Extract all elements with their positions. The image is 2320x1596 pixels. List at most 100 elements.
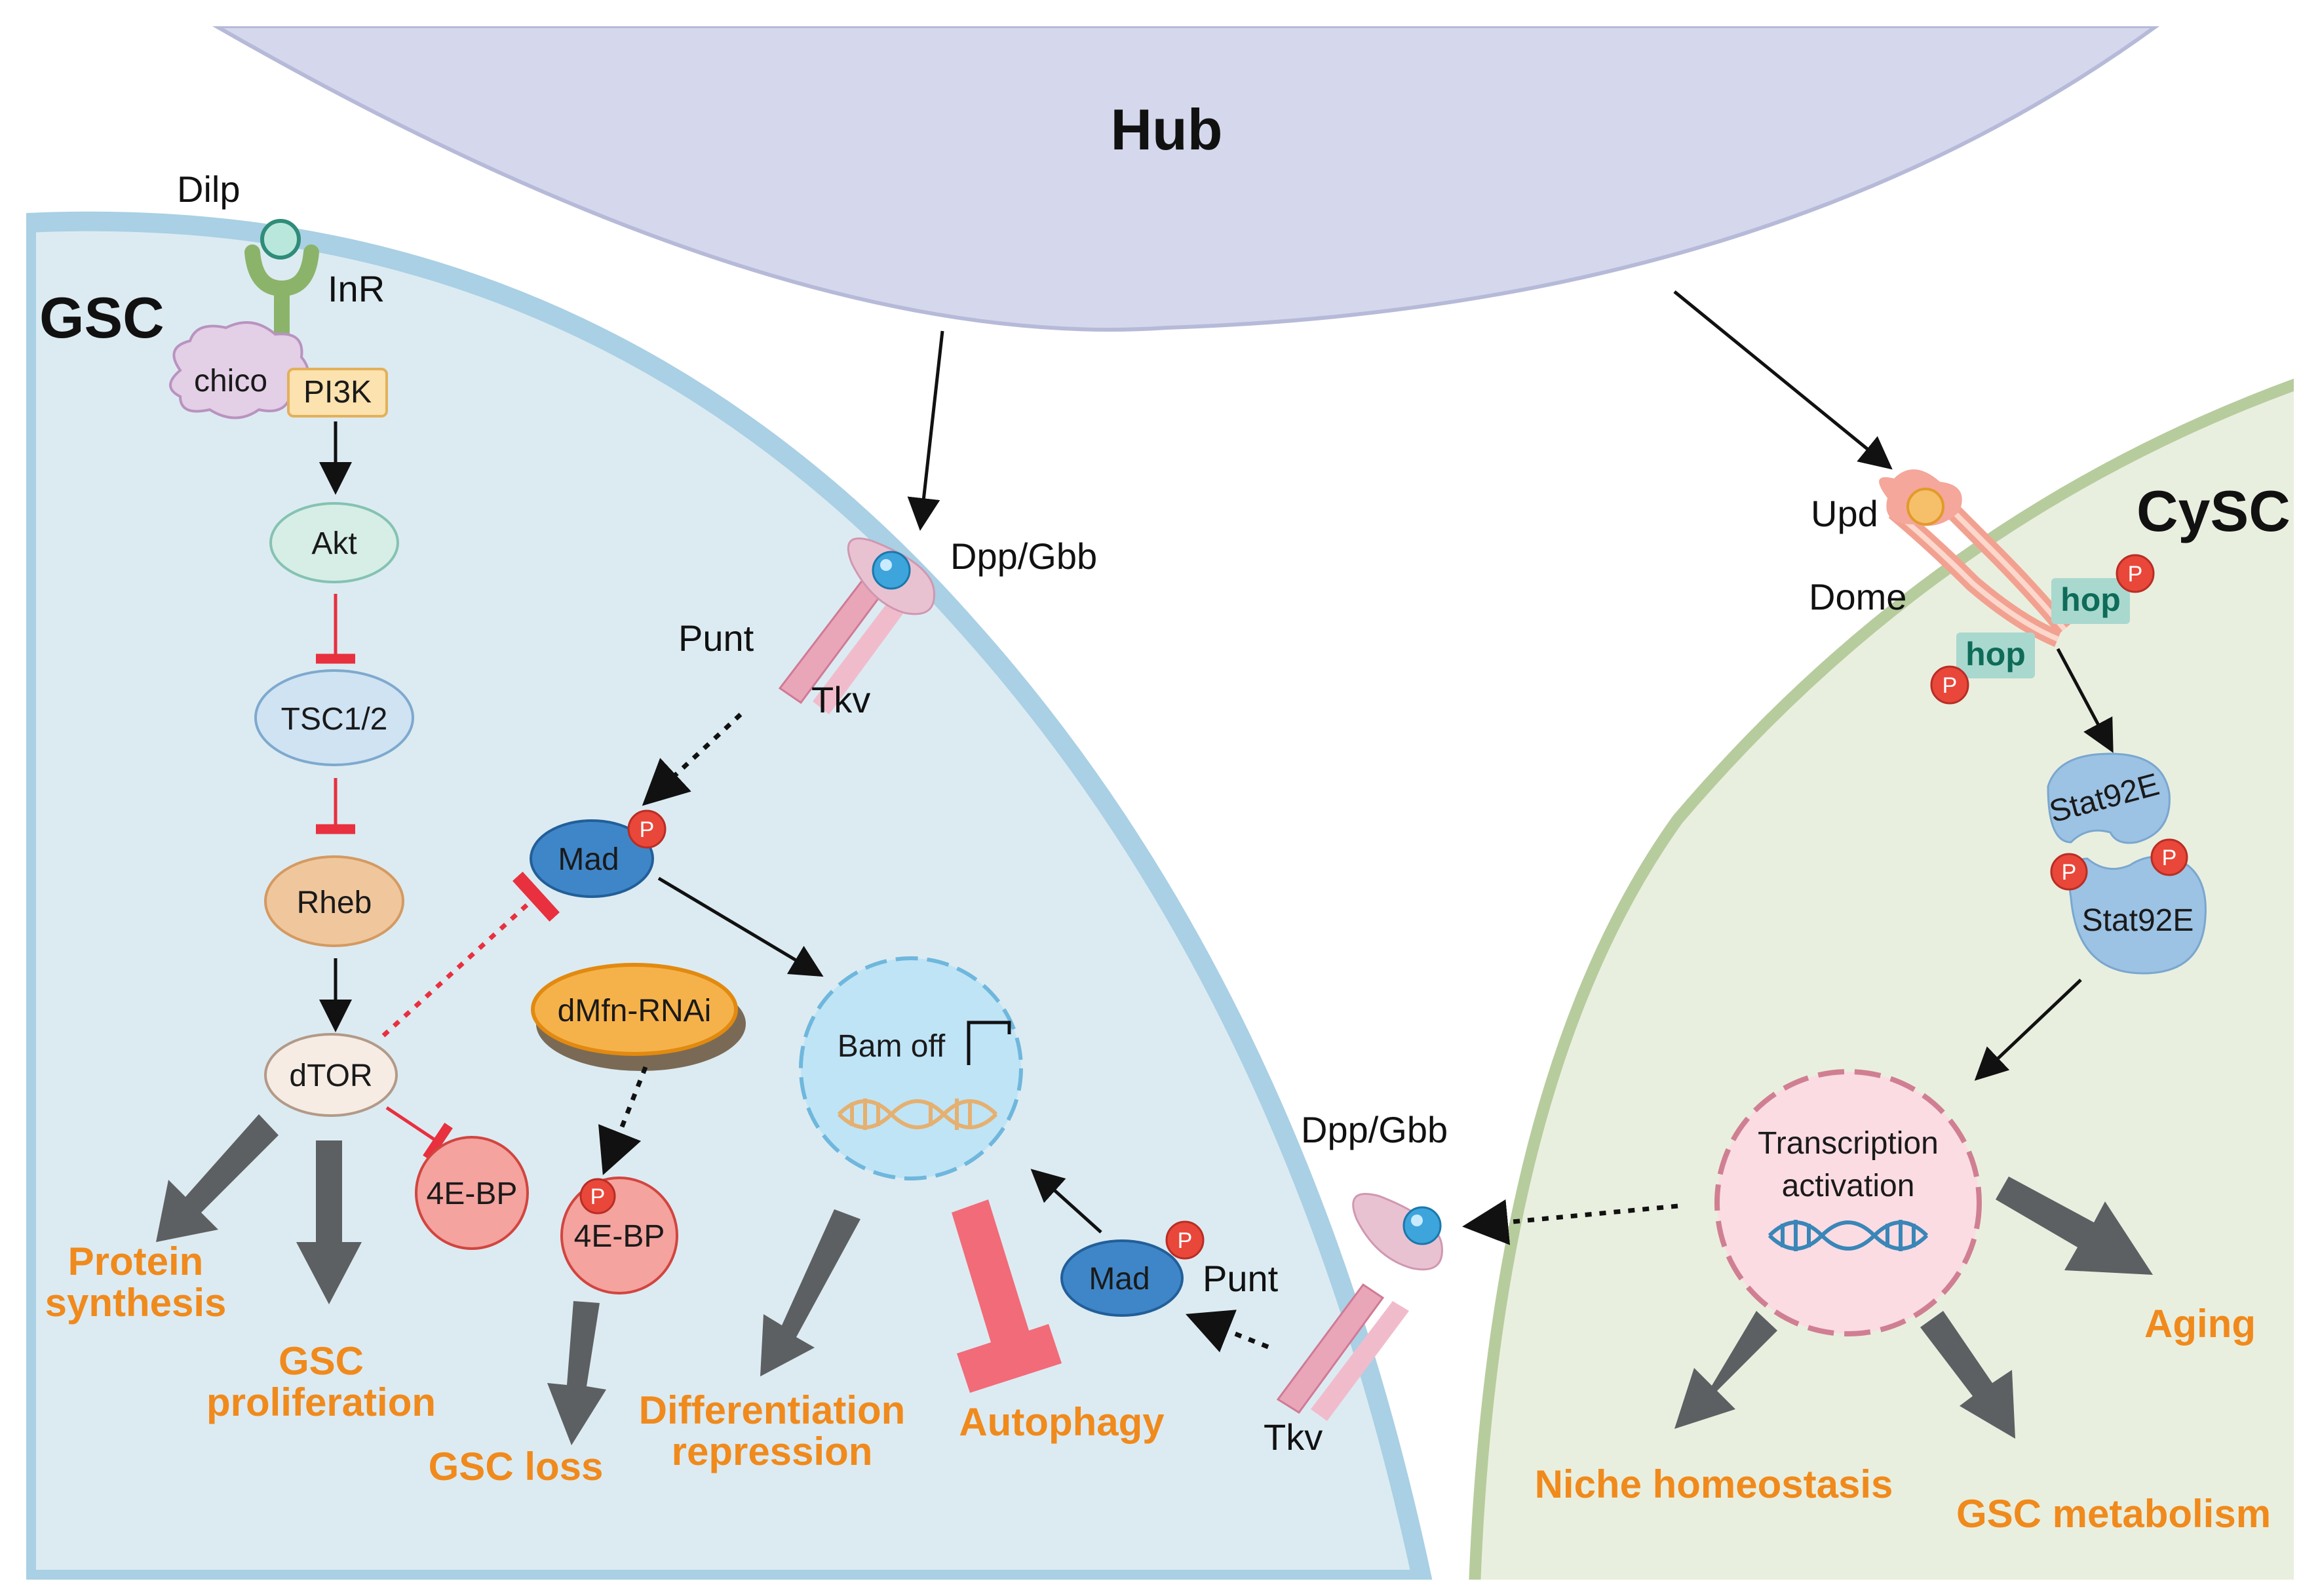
hop-box-1 [2051, 578, 2130, 624]
big-arrow-differentiation [760, 1209, 860, 1376]
rheb-node [264, 855, 404, 947]
outcome-diff-2: repression [672, 1430, 873, 1473]
stat-1-node [2047, 752, 2171, 844]
dilp-label: Dilp [177, 168, 240, 210]
big-arrow-niche [1674, 1311, 1777, 1429]
gsc-nucleus [799, 956, 1023, 1180]
phospho-4ebp-label: P [590, 1184, 606, 1209]
phospho-mad-top-label: P [640, 817, 655, 842]
bam-off-label: Bam off [838, 1029, 946, 1064]
big-arrow-metabolism [1920, 1311, 2015, 1439]
hop-1-label: hop [2060, 581, 2121, 618]
receptor-bottom [1276, 1193, 1443, 1421]
tkv-bottom-label: Tkv [1264, 1416, 1323, 1458]
outcome-diff-1: Differentiation [639, 1388, 906, 1432]
outcome-aging: Aging [2144, 1302, 2256, 1346]
dilp-ligand [260, 219, 301, 260]
phospho-stat-1-label: P [2062, 860, 2077, 885]
four-ebp-left-node [415, 1136, 529, 1250]
mad-top-node [530, 819, 654, 898]
inr-label: InR [328, 268, 385, 309]
outcome-protein-2: synthesis [45, 1281, 227, 1325]
upd-ligand [1906, 488, 1944, 526]
dna-icon-cysc [1768, 1220, 1929, 1251]
transcription-nucleus [1714, 1069, 1982, 1336]
arrow-transcription-dpp [1462, 1199, 1678, 1245]
dna-icon-gsc [837, 1099, 998, 1130]
pi3k-label: PI3K [303, 375, 372, 410]
big-arrow-aging [1996, 1177, 2153, 1275]
phospho-stat-2-label: P [2162, 846, 2177, 870]
outcome-prolif-2: proliferation [206, 1380, 436, 1424]
arrow-stat-transcription [1974, 979, 2082, 1081]
tsc-node [254, 669, 414, 766]
outcome-metabolism: GSC metabolism [1956, 1492, 2271, 1536]
four-ebp-left-label: 4E-BP [427, 1177, 518, 1211]
promoter-icon [967, 1021, 1011, 1065]
arrow-receptor-mad-top [642, 712, 743, 806]
akt-label: Akt [311, 526, 357, 561]
arrow-hub-dpp-top [907, 330, 944, 531]
big-arrow-protein [156, 1114, 279, 1242]
chico-label: chico [194, 364, 267, 399]
tsc-label: TSC1/2 [281, 702, 388, 737]
rheb-label: Rheb [297, 886, 372, 920]
akt-node [269, 502, 399, 583]
phospho-mad-bottom-label: P [1178, 1228, 1193, 1253]
arrow-hop-stat [2056, 648, 2114, 753]
phospho-mad-bottom [1165, 1220, 1205, 1260]
mad-bottom-node [1060, 1239, 1184, 1317]
stat-2-node [2068, 855, 2207, 975]
transcription-label-2: activation [1782, 1169, 1915, 1203]
phospho-hop-1 [2116, 554, 2155, 593]
gsc-title: GSC [39, 285, 164, 350]
cysc-title: CySC [2136, 478, 2291, 543]
outcome-niche: Niche homeostasis [1535, 1462, 1893, 1506]
gsc-cell [26, 211, 1433, 1580]
big-arrow-gsc-loss [547, 1301, 606, 1445]
punt-bottom-label: Punt [1203, 1258, 1279, 1299]
hub-cell [212, 26, 2160, 332]
tkv-top-label: Tkv [811, 679, 870, 720]
arrow-dmfn-4ebp [598, 1066, 648, 1176]
outcome-autophagy: Autophagy [959, 1400, 1165, 1444]
mad-top-label: Mad [558, 842, 619, 877]
punt-top-label: Punt [678, 617, 754, 659]
dtor-label: dTOR [289, 1059, 372, 1093]
upd-label: Upd [1811, 493, 1878, 534]
cysc-cell [1469, 378, 2294, 1580]
phospho-stat-2 [2150, 838, 2188, 876]
hub-title: Hub [1110, 97, 1222, 162]
autophagy-inhibition [952, 1199, 1062, 1393]
dome-label: Dome [1809, 576, 1906, 617]
phospho-mad-top [627, 809, 667, 849]
phospho-stat-1 [2050, 853, 2088, 891]
pi3k-box [287, 368, 388, 418]
receptor-top [778, 537, 935, 714]
stat-2-label: Stat92E [2082, 903, 2194, 938]
phospho-hop-1-label: P [2128, 562, 2143, 587]
dpp-top-label: Dpp/Gbb [950, 535, 1097, 577]
arrow-hub-upd [1673, 290, 1893, 470]
transcription-label-1: Transcription [1758, 1126, 1939, 1161]
mitochondrion [531, 963, 738, 1056]
dtor-node [264, 1033, 398, 1117]
dpp-bottom-label: Dpp/Gbb [1301, 1109, 1448, 1150]
outcome-prolif-1: GSC [279, 1339, 364, 1383]
hop-2-label: hop [1965, 636, 2026, 672]
hop-box-2 [1956, 633, 2035, 678]
inhibit-mad-dtor [381, 871, 560, 1038]
dmfn-label: dMfn-RNAi [558, 994, 712, 1028]
phospho-4ebp [579, 1178, 616, 1215]
mad-bottom-label: Mad [1089, 1262, 1150, 1296]
outcome-protein-1: Protein [68, 1239, 204, 1283]
arrow-mad-nucleus [657, 876, 824, 977]
phospho-hop-2-label: P [1943, 673, 1958, 698]
big-arrow-proliferation [296, 1140, 362, 1304]
inhibit-dtor-4ebp [385, 1106, 453, 1161]
four-ebp-right-label: 4E-BP [574, 1219, 665, 1254]
phospho-hop-2 [1930, 665, 1969, 705]
arrow-mad-bottom-nucleus [1030, 1169, 1102, 1234]
